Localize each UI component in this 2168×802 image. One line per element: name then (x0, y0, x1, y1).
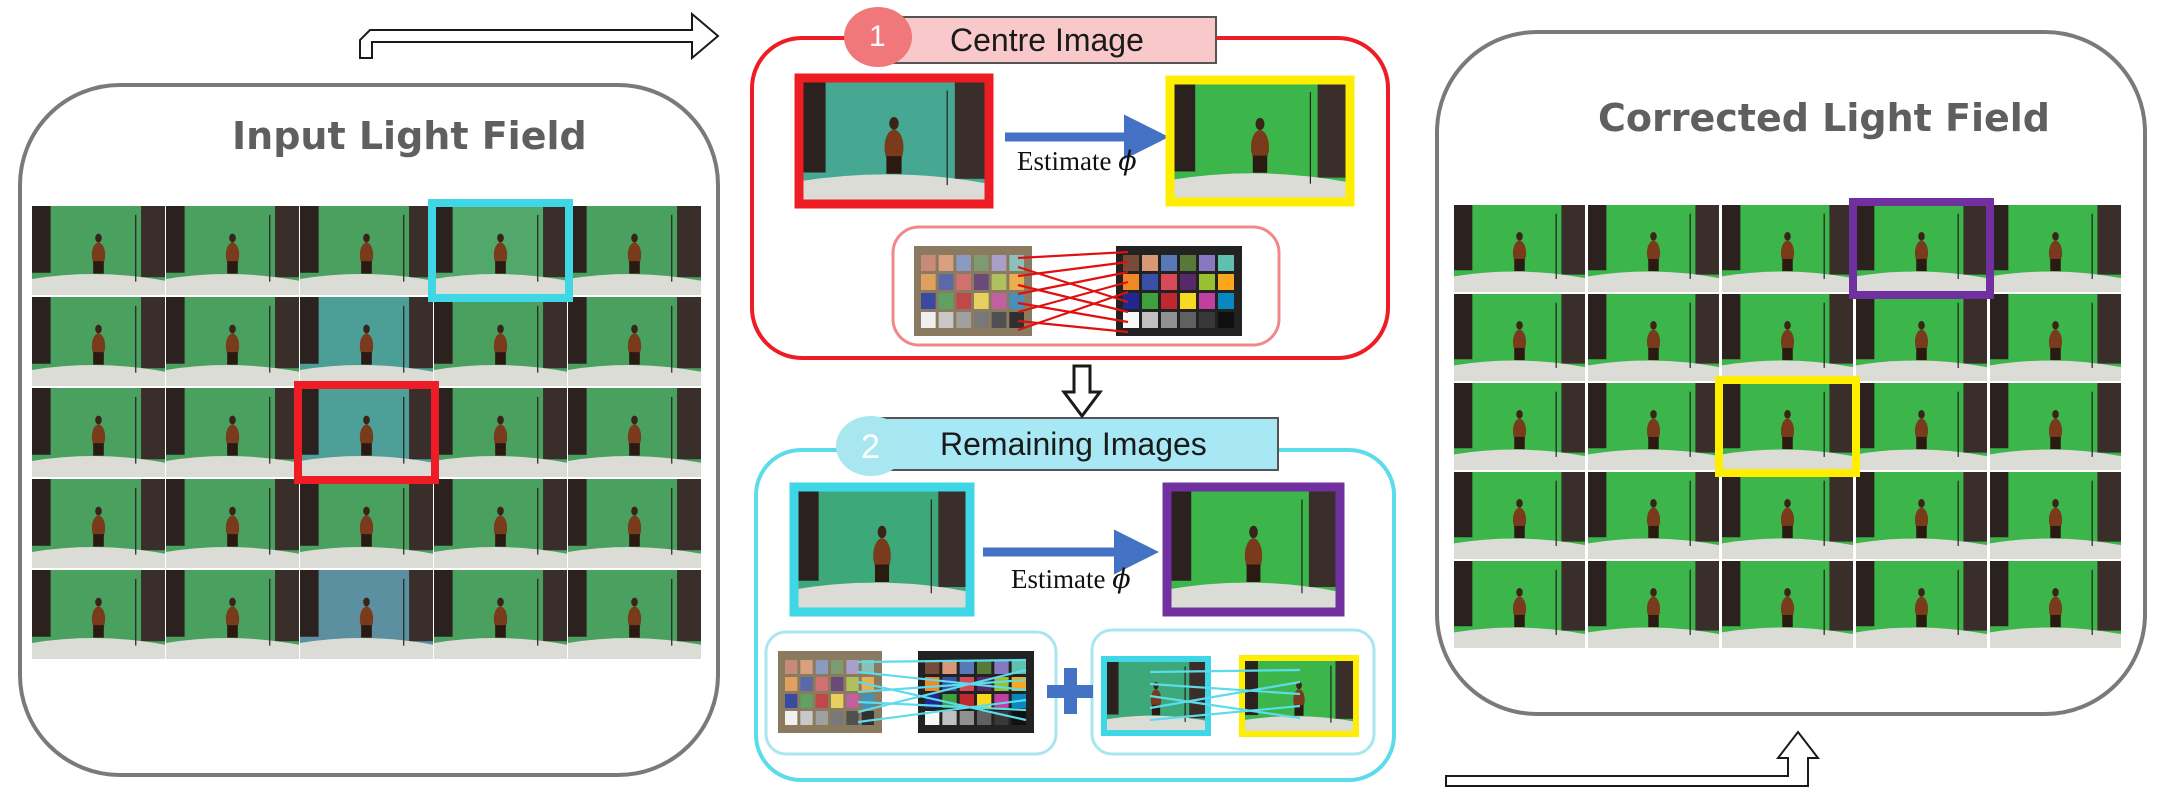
match-line (1018, 272, 1128, 294)
step1-number: 1 (869, 20, 886, 54)
input-tile (300, 297, 433, 386)
corrected-tile (1722, 383, 1853, 470)
step2-estimate-label: Estimate ϕ (1011, 564, 1131, 595)
match-line (1018, 321, 1128, 332)
input-tile (166, 297, 299, 386)
corrected-panel-title: Corrected Light Field (1598, 96, 2050, 140)
input-tile (568, 297, 701, 386)
step1-output-image (1170, 80, 1350, 202)
phi-symbol: ϕ (1118, 146, 1136, 177)
corrected-tile (1722, 294, 1853, 381)
step2-output-image (1167, 487, 1340, 612)
step2-label: Remaining Images (940, 426, 1207, 463)
input-tile (166, 479, 299, 568)
corrected-tile (1588, 383, 1719, 470)
corrected-tile (1722, 472, 1853, 559)
input-tile (300, 570, 433, 659)
down-arrow (1064, 366, 1100, 416)
corrected-tile (1454, 294, 1585, 381)
corrected-tile (1722, 561, 1853, 648)
corrected-tile (1990, 472, 2121, 559)
input-tile (300, 479, 433, 568)
input-tile (434, 570, 567, 659)
step1-estimate-label: Estimate ϕ (1017, 146, 1137, 177)
input-tile (434, 479, 567, 568)
input-tile (166, 206, 299, 295)
corrected-tile (1588, 294, 1719, 381)
corrected-tile (1856, 383, 1987, 470)
corrected-tile (1454, 205, 1585, 292)
corrected-tile (1588, 561, 1719, 648)
step2-estimate-text: Estimate (1011, 564, 1105, 594)
input-tile (300, 388, 433, 477)
step1-input-image (799, 78, 989, 204)
step1-checker-reference (1116, 246, 1242, 336)
input-tile (166, 388, 299, 477)
corrected-tile (1588, 472, 1719, 559)
input-tile (568, 206, 701, 295)
input-tile (32, 297, 165, 386)
corrected-tile (1454, 383, 1585, 470)
corrected-tile (1722, 205, 1853, 292)
plus-icon-v (1064, 668, 1077, 714)
corrected-tile (1588, 205, 1719, 292)
corrected-tile (1856, 472, 1987, 559)
match-line (1018, 252, 1128, 258)
corrected-tile (1990, 561, 2121, 648)
flow-arrow-top (360, 14, 718, 58)
corrected-tile (1856, 561, 1987, 648)
input-tile (568, 479, 701, 568)
input-tile (568, 388, 701, 477)
corrected-tile (1990, 383, 2121, 470)
corrected-tile (1454, 472, 1585, 559)
plus-icon (1058, 662, 1063, 682)
step1-checker-input (914, 246, 1032, 336)
step1-estimate-text: Estimate (1017, 146, 1111, 176)
input-tile (300, 206, 433, 295)
match-line (1018, 303, 1128, 322)
corrected-tile (1856, 294, 1987, 381)
input-tile (166, 570, 299, 659)
corrected-tile (1990, 294, 2121, 381)
step1-label: Centre Image (950, 22, 1144, 59)
corrected-tile (1856, 205, 1987, 292)
input-tile (434, 297, 567, 386)
input-tile (32, 479, 165, 568)
input-tile (434, 388, 567, 477)
input-tile (568, 570, 701, 659)
step2-number: 2 (861, 428, 880, 467)
step2-input-image (794, 487, 970, 612)
input-tile (32, 570, 165, 659)
input-tile (434, 206, 567, 295)
flow-arrow-bottom (1446, 732, 1818, 786)
input-panel-title: Input Light Field (232, 114, 587, 158)
input-tile (32, 206, 165, 295)
input-tile (32, 388, 165, 477)
match-line (1018, 262, 1128, 276)
corrected-tile (1990, 205, 2121, 292)
phi-symbol: ϕ (1112, 564, 1130, 595)
corrected-tile (1454, 561, 1585, 648)
